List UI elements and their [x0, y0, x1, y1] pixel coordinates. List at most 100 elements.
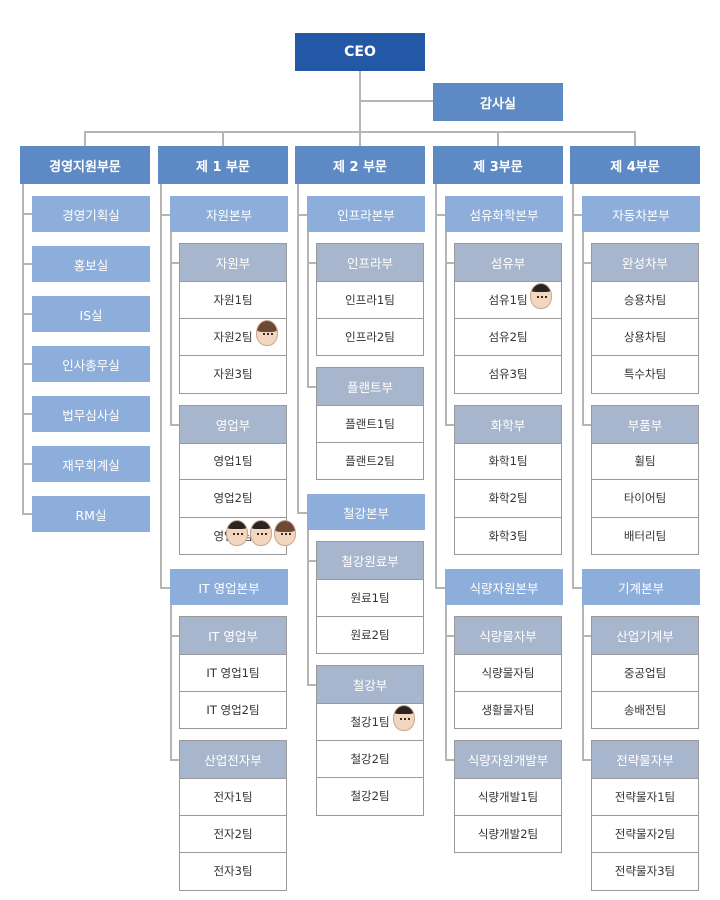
connector-line	[307, 232, 309, 386]
team-box: 식량개발2팀	[454, 815, 562, 853]
team-box: 플랜트2팀	[316, 442, 424, 480]
connector-line	[582, 232, 584, 424]
office-box: 재무회계실	[32, 446, 150, 482]
dept-box: 식량물자부	[454, 616, 562, 654]
connector-line	[307, 684, 316, 686]
team-box: 영업1팀	[179, 442, 287, 480]
photo-team-영업3팀	[250, 520, 272, 546]
connector-line	[22, 463, 32, 465]
team-box: 승용차팀	[591, 281, 699, 319]
team-box: 자원3팀	[179, 356, 287, 394]
division-title: 제 3부문	[433, 146, 563, 184]
team-box: 전략물자2팀	[591, 815, 699, 853]
team-box: 전자2팀	[179, 815, 287, 853]
team-box: 전략물자1팀	[591, 778, 699, 816]
team-box: 영업2팀	[179, 480, 287, 518]
team-box: 중공업팀	[591, 654, 699, 692]
dept-box: IT 영업부	[179, 616, 287, 654]
connector-line	[170, 423, 179, 426]
connector-line	[297, 512, 307, 514]
connector-line	[582, 262, 591, 264]
connector-line	[445, 605, 447, 759]
hq-box: 섬유화학본부	[445, 196, 563, 232]
connector-line	[297, 214, 307, 216]
hq-box: 철강본부	[307, 494, 425, 530]
connector-line	[307, 530, 309, 684]
connector-line	[22, 413, 32, 415]
photo-team-철강1팀	[393, 705, 415, 731]
connector-line	[170, 759, 179, 761]
dept-box: 섬유부	[454, 243, 562, 281]
connector-line	[297, 184, 299, 512]
hq-box: 식량자원본부	[445, 569, 563, 605]
dept-box: 전략물자부	[591, 740, 699, 778]
dept-box: 완성차부	[591, 243, 699, 281]
photo-team-섬유1팀	[530, 283, 552, 309]
division-title: 경영지원부문	[20, 146, 150, 184]
team-box: 전자1팀	[179, 778, 287, 816]
office-box: 법무심사실	[32, 396, 150, 432]
office-box: 경영기획실	[32, 196, 150, 232]
team-box: 특수차팀	[591, 356, 699, 394]
connector-line	[445, 759, 454, 761]
dept-box: 플랜트부	[316, 367, 424, 405]
team-box: 화학3팀	[454, 517, 562, 555]
team-box: 타이어팀	[591, 480, 699, 518]
office-box: 홍보실	[32, 246, 150, 282]
dept-box: 산업기계부	[591, 616, 699, 654]
team-box: 원료2팀	[316, 616, 424, 654]
connector-line	[307, 560, 316, 562]
team-box: 상용차팀	[591, 318, 699, 356]
team-box: 전략물자3팀	[591, 853, 699, 891]
dept-box: 부품부	[591, 404, 699, 443]
connector-line	[572, 184, 574, 587]
team-box: 인프라1팀	[316, 281, 424, 319]
dept-box: 인프라부	[316, 243, 424, 281]
connector-line	[160, 184, 162, 587]
team-box: 송배전팀	[591, 691, 699, 729]
team-box: 생활물자팀	[454, 691, 562, 729]
connector-line	[445, 262, 454, 264]
connector-line	[361, 100, 433, 102]
office-box: IS실	[32, 296, 150, 332]
team-box: 섬유2팀	[454, 318, 562, 356]
connector-line	[572, 587, 582, 589]
connector-line	[22, 213, 32, 215]
connector-line	[222, 131, 224, 146]
connector-line	[435, 587, 445, 589]
connector-line	[634, 131, 636, 146]
team-box: 식량개발1팀	[454, 778, 562, 816]
team-box: 철강2팀	[316, 740, 424, 778]
connector-line	[307, 262, 316, 264]
hq-box: 인프라본부	[307, 196, 425, 232]
connector-line	[22, 513, 32, 515]
division-title: 제 4부문	[570, 146, 700, 184]
connector-line	[170, 635, 179, 637]
connector-line	[160, 214, 170, 216]
connector-line	[359, 71, 361, 131]
ceo-box: CEO	[295, 33, 425, 71]
team-box: 휠팀	[591, 442, 699, 480]
dept-box: 식량자원개발부	[454, 740, 562, 778]
dept-box: 영업부	[179, 404, 287, 443]
team-box: 식량물자팀	[454, 654, 562, 692]
audit-box: 감사실	[433, 83, 563, 121]
dept-box: 화학부	[454, 404, 562, 443]
team-box: 전자3팀	[179, 853, 287, 891]
photo-team-영업3팀	[226, 520, 248, 546]
connector-line	[22, 184, 24, 513]
dept-box: 자원부	[179, 243, 287, 281]
team-box: 자원1팀	[179, 281, 287, 319]
connector-line	[22, 363, 32, 365]
connector-line	[572, 214, 582, 216]
connector-line	[445, 423, 454, 426]
connector-line	[22, 313, 32, 315]
team-box: 화학2팀	[454, 480, 562, 518]
hq-box: 자동차본부	[582, 196, 700, 232]
dept-box: 철강부	[316, 665, 424, 703]
hq-box: 기계본부	[582, 569, 700, 605]
connector-line	[435, 214, 445, 216]
team-box: 배터리팀	[591, 517, 699, 555]
team-box: 철강2팀	[316, 778, 424, 816]
